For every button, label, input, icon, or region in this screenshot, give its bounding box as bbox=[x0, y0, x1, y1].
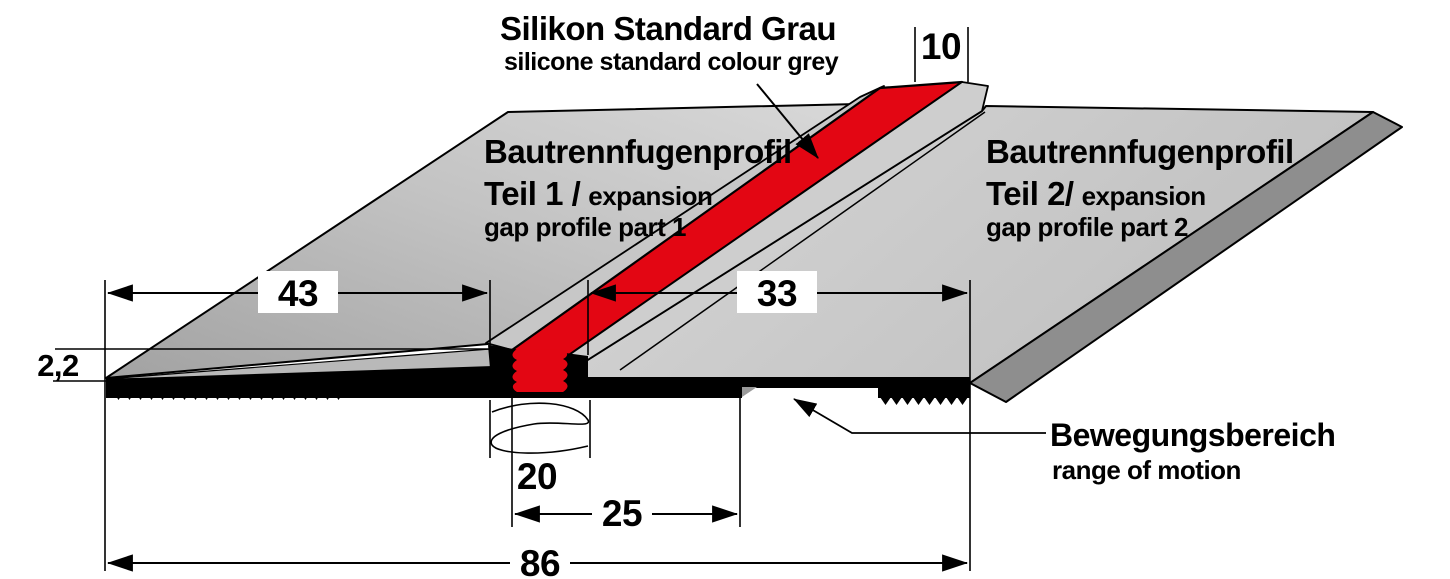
dim33-box bbox=[737, 271, 817, 313]
part2-bevel-edge bbox=[969, 111, 1403, 403]
part1-name: Bautrennfugenprofil bbox=[484, 133, 792, 170]
dim-movement-range: 20 bbox=[517, 456, 557, 497]
silicone-title-de: Silikon Standard Grau bbox=[500, 10, 836, 47]
joint-wall-left bbox=[488, 345, 520, 392]
dimension-lines bbox=[53, 27, 971, 572]
part1-subtitle: gap profile part 1 bbox=[484, 212, 686, 242]
part1-base-serration bbox=[113, 391, 345, 400]
dim25-box bbox=[592, 494, 652, 532]
silicone-leader-arrow bbox=[756, 83, 819, 159]
part2-name: Bautrennfugenprofil bbox=[986, 133, 1294, 170]
part1-tongue bbox=[583, 386, 742, 398]
dim43-box bbox=[258, 271, 338, 313]
dim-overlap: 25 bbox=[602, 493, 642, 534]
dim-profile-height: 2,2 bbox=[37, 348, 79, 383]
part2-step-line bbox=[619, 111, 986, 371]
part1-base bbox=[106, 366, 583, 398]
motion-label-en: range of motion bbox=[1052, 455, 1241, 485]
motion-label-de: Bewegungsbereich bbox=[1050, 417, 1335, 453]
part2-adhesive-pad bbox=[878, 383, 970, 398]
dim86-box bbox=[510, 544, 570, 579]
silicone-cross-section bbox=[512, 349, 568, 392]
movement-wave bbox=[490, 402, 590, 454]
dim-part2-width: 33 bbox=[757, 273, 797, 314]
part2-variant: Teil 2/expansion bbox=[986, 175, 1206, 212]
motion-leader-arrow bbox=[793, 398, 1046, 434]
dim-part1-width: 43 bbox=[278, 273, 318, 314]
part1-tongue-bevel bbox=[742, 387, 757, 397]
part2-subtitle: gap profile part 2 bbox=[986, 212, 1188, 242]
part1-variant: Teil 1 /expansion bbox=[484, 175, 712, 212]
dim-total-width: 86 bbox=[520, 543, 560, 579]
part2-under-strip bbox=[583, 377, 970, 388]
silicone-title-en: silicone standard colour grey bbox=[504, 48, 839, 76]
dim-silicone-width: 10 bbox=[921, 26, 961, 67]
part2-pad-serration bbox=[880, 397, 968, 405]
